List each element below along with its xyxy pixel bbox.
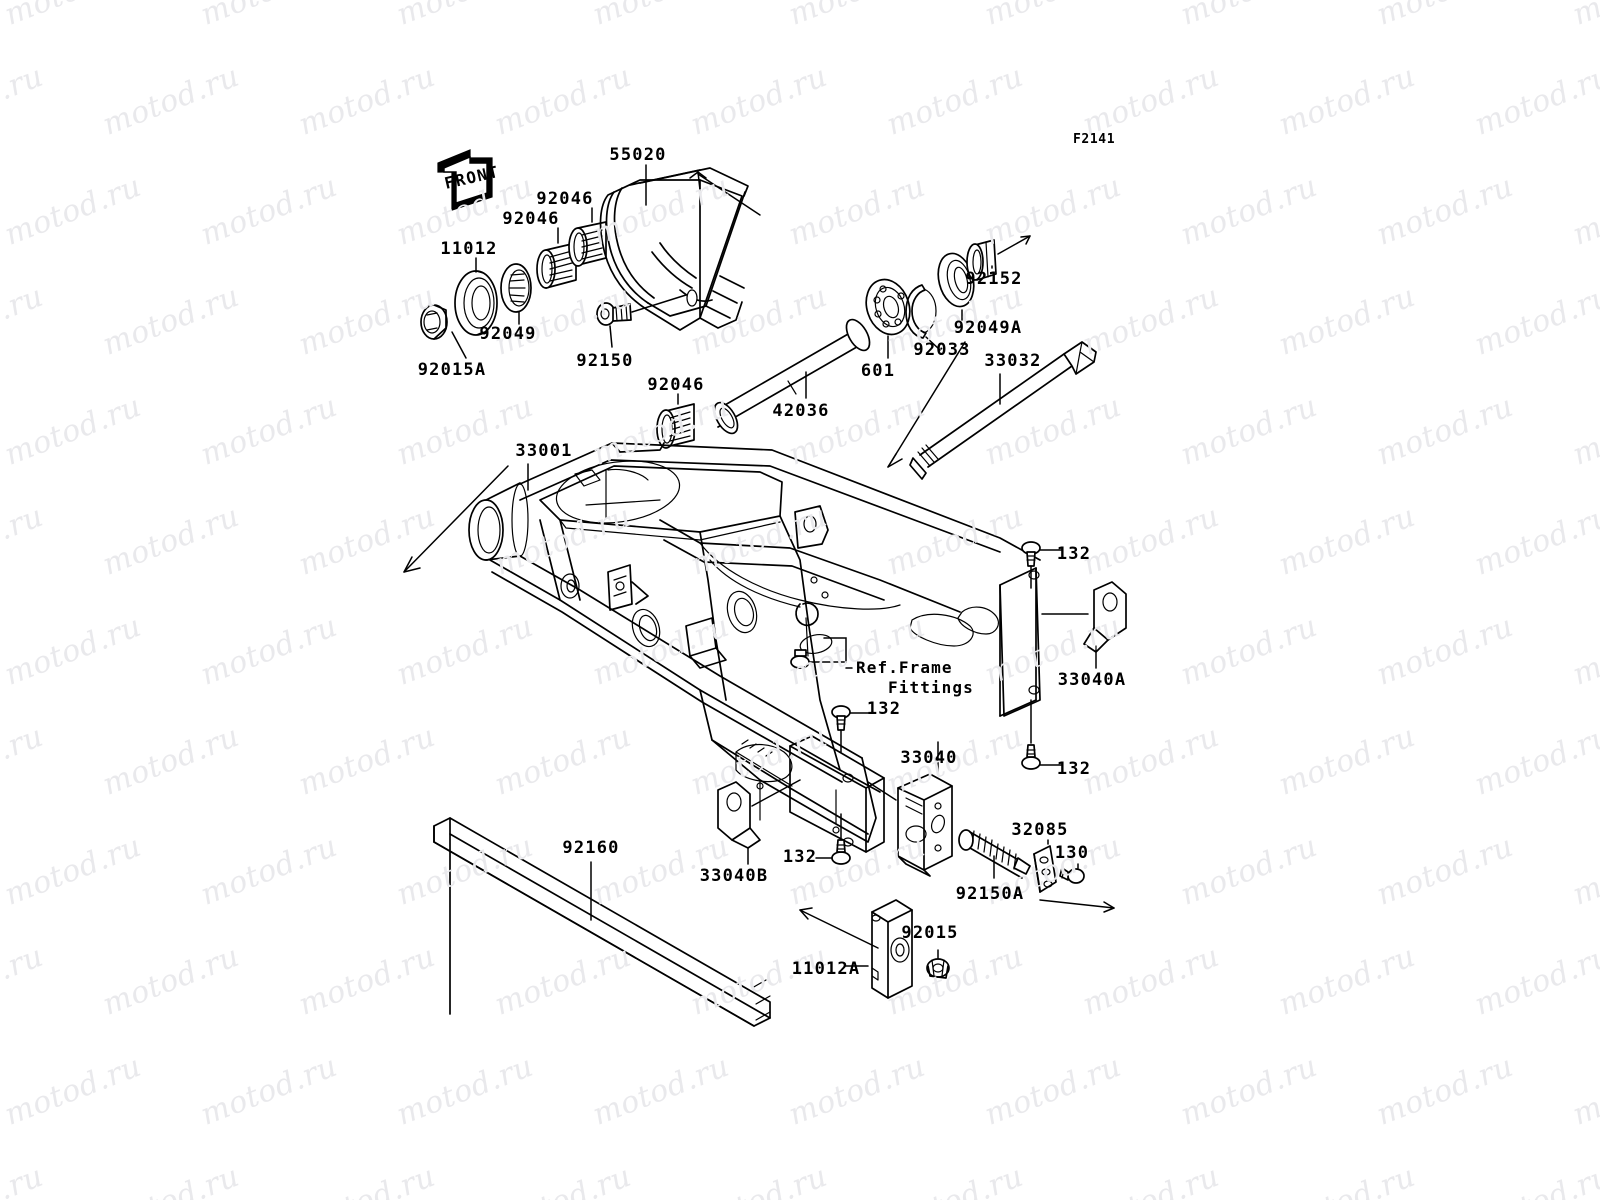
part-92015A-nut: [420, 304, 467, 359]
part-132-bolt-bottom-left: [815, 813, 851, 865]
part-92150A-adjuster-bolt: [958, 829, 1031, 879]
diagram-code: F2141: [1073, 132, 1116, 147]
label-33032[interactable]: 33032: [984, 351, 1042, 371]
part-132-bolt-mid-left: [831, 705, 873, 753]
ref-frame-fittings-detail: [790, 576, 853, 669]
label-42036[interactable]: 42036: [772, 401, 830, 421]
part-11012-oil-seal: [454, 257, 498, 336]
label-92150A[interactable]: 92150A: [955, 884, 1025, 904]
part-92033-snap-ring: [905, 284, 941, 351]
part-92046-needle-bearing-upper: [568, 207, 607, 267]
part-33040-chain-adjuster: [867, 741, 953, 877]
label-92046-left[interactable]: 92046: [502, 209, 560, 229]
ref-frame-fittings-line1: Ref.Frame: [856, 658, 953, 677]
label-33040B[interactable]: 33040B: [699, 866, 769, 886]
label-601[interactable]: 601: [860, 361, 896, 381]
label-92046-lower[interactable]: 92046: [647, 375, 705, 395]
part-33040A-bracket: [1041, 581, 1127, 669]
part-33040B-bracket: [717, 779, 801, 865]
label-55020[interactable]: 55020: [609, 145, 667, 165]
label-33040A[interactable]: 33040A: [1057, 670, 1127, 690]
label-33040[interactable]: 33040: [900, 748, 958, 768]
part-92049A-oil-seal: [937, 252, 975, 321]
label-92160[interactable]: 92160: [562, 838, 620, 858]
label-92152[interactable]: 92152: [965, 269, 1023, 289]
ref-frame-fittings-line2: Fittings: [888, 678, 974, 697]
part-132-bolt-lower-right: [1021, 699, 1063, 770]
label-32085[interactable]: 32085: [1011, 820, 1069, 840]
label-130[interactable]: 130: [1054, 843, 1090, 863]
label-92015A[interactable]: 92015A: [417, 360, 487, 380]
part-33032-pivot-shaft: [887, 341, 1097, 480]
label-92033[interactable]: 92033: [913, 340, 971, 360]
part-11012A-adjuster-plate: [799, 899, 913, 999]
part-92046-needle-bearing-left: [536, 227, 577, 289]
label-132-mid[interactable]: 132: [866, 699, 902, 719]
part-92015-nut: [926, 949, 950, 979]
part-42036-sleeve: [713, 318, 871, 435]
part-92152-collar: [966, 235, 1031, 281]
label-11012[interactable]: 11012: [440, 239, 498, 259]
label-11012A[interactable]: 11012A: [791, 959, 861, 979]
part-601-ball-bearing: [865, 278, 911, 359]
label-92150[interactable]: 92150: [576, 351, 634, 371]
part-32085-stopper-plate: [1033, 839, 1115, 913]
label-132-upper-right[interactable]: 132: [1056, 544, 1092, 564]
part-132-bolt-upper-right: [1021, 541, 1063, 589]
label-92015[interactable]: 92015: [901, 923, 959, 943]
part-130-bolt: [1059, 863, 1085, 884]
front-direction-arrow: FRONT: [437, 149, 501, 211]
part-92049-oil-seal: [500, 263, 532, 325]
label-132-lower-right[interactable]: 132: [1056, 759, 1092, 779]
part-55020-chain-guard: [599, 164, 761, 331]
part-33001-swingarm: [403, 442, 1041, 853]
label-132-bottom[interactable]: 132: [782, 847, 818, 867]
part-92160-chain-slider: [433, 817, 771, 1027]
label-92049A[interactable]: 92049A: [953, 318, 1023, 338]
label-92046-upper[interactable]: 92046: [536, 189, 594, 209]
label-92049[interactable]: 92049: [479, 324, 537, 344]
part-92150-bolt: [596, 294, 687, 348]
label-33001[interactable]: 33001: [515, 441, 573, 461]
part-92046-needle-bearing-lower: [656, 393, 695, 449]
